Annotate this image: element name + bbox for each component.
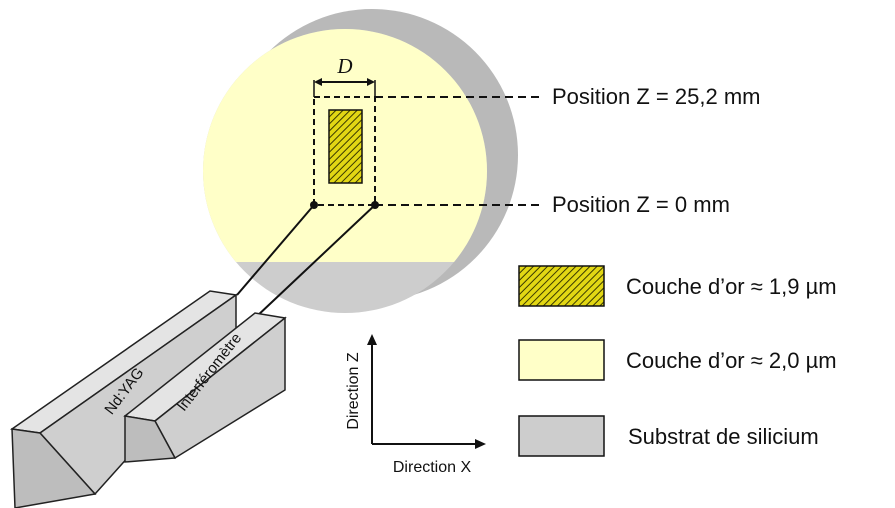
ndyag-laser-block: Nd:YAG (10, 290, 238, 508)
interferometer-front-face (124, 415, 177, 463)
z-axis-label: Direction Z (345, 352, 362, 430)
laser-spot (310, 201, 318, 209)
laser-beam (236, 204, 315, 296)
d-arrowhead-right (367, 78, 375, 86)
scan-region (313, 96, 376, 206)
d-arrowhead-left (314, 78, 322, 86)
legend-swatch-hatched-gold (518, 265, 605, 307)
gold-layer-1-9-patch (328, 109, 363, 184)
d-label: D (336, 54, 352, 78)
legend-swatch-light-yellow (518, 339, 605, 381)
legend-label-silicon: Substrat de silicium (628, 424, 819, 449)
position-top-label: Position Z = 25,2 mm (552, 84, 760, 109)
legend-label-gold-2-0: Couche d’or ≈ 2,0 µm (626, 348, 837, 373)
x-axis-arrowhead (475, 439, 486, 449)
interferometer-beam (254, 204, 376, 319)
legend: Couche d’or ≈ 1,9 µm Couche d’or ≈ 2,0 µ… (518, 265, 837, 457)
interferometer-spot (371, 201, 379, 209)
measurement-zone: D (313, 54, 376, 206)
silicon-wafer (203, 9, 518, 313)
legend-label-gold-1-9: Couche d’or ≈ 1,9 µm (626, 274, 837, 299)
legend-swatch-gray (518, 415, 605, 457)
laser-front-face (11, 428, 97, 508)
x-axis-label: Direction X (393, 459, 472, 476)
position-bottom-label: Position Z = 0 mm (552, 192, 730, 217)
axes-indicator: Direction Z Direction X (345, 334, 486, 476)
z-axis-arrowhead (367, 334, 377, 345)
